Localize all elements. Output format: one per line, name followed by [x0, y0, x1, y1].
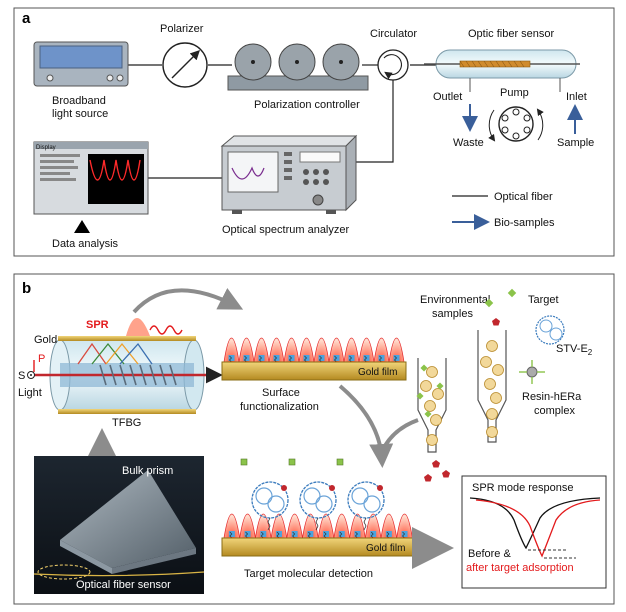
target-label: Target	[528, 294, 559, 306]
circulator-icon	[377, 49, 409, 81]
target-molecules	[424, 288, 517, 482]
bulk-prism-label: Bulk prism	[122, 465, 173, 477]
flow-arrow-merge	[378, 418, 419, 457]
spr-response-plot	[461, 475, 607, 589]
gold-label: Gold	[34, 334, 57, 346]
osa-label: Optical spectrum analyzer	[222, 224, 349, 236]
resin-label-line2: complex	[534, 405, 575, 417]
polarizer-icon	[162, 42, 208, 88]
sample-columns	[417, 330, 507, 453]
pump-label: Pump	[500, 87, 529, 99]
light-label: Light	[18, 387, 42, 399]
outlet-label: Outlet	[433, 91, 462, 103]
s-label: S	[18, 370, 25, 382]
fiber-connections	[128, 64, 440, 179]
surface-film-peaks	[223, 337, 405, 363]
data-analysis-label: Data analysis	[52, 238, 119, 250]
polarization-controller	[227, 43, 369, 91]
optical-spectrum-analyzer	[220, 134, 358, 214]
bulk-prism-photo	[33, 456, 205, 594]
resin-complex-icon	[519, 360, 545, 384]
flow-arrow-top	[132, 288, 244, 314]
env-label-line1: Environmental	[420, 294, 490, 306]
broadband-light-source	[33, 41, 129, 87]
polarization-controller-label: Polarization controller	[254, 99, 360, 111]
before-label: Before &	[468, 548, 511, 560]
display-title: Display	[36, 145, 56, 151]
circulator-label: Circulator	[370, 28, 417, 40]
gold-film-bottom-label: Gold film	[366, 543, 405, 554]
pump-icon	[488, 106, 544, 142]
broadband-label-line1: Broadband	[52, 95, 106, 107]
optic-fiber-sensor-label: Optic fiber sensor	[468, 28, 555, 40]
resin-beads	[416, 340, 504, 446]
surface-label-line1: Surface	[262, 387, 300, 399]
target-detection-label: Target molecular detection	[244, 568, 373, 580]
data-analysis-pointer-icon	[74, 220, 90, 233]
gold-film-top	[221, 361, 407, 381]
p-label: P	[38, 353, 45, 365]
legend-bio-label: Bio-samples	[494, 217, 555, 229]
bound-protein-complexes	[240, 458, 385, 531]
after-label: after target adsorption	[466, 562, 574, 574]
sample-label: Sample	[557, 137, 594, 149]
polarizer-label: Polarizer	[160, 23, 204, 35]
optical-fiber-sensor-label: Optical fiber sensor	[76, 579, 171, 591]
legend-fiber-label: Optical fiber	[494, 191, 553, 203]
panel-b-letter: b	[22, 280, 31, 297]
tfbg-cylinder	[32, 318, 223, 414]
env-label-line2: samples	[432, 308, 473, 320]
broadband-label-line2: light source	[52, 108, 108, 120]
waste-label: Waste	[453, 137, 484, 149]
stv-e2-molecule-icon	[535, 315, 565, 345]
optic-fiber-sensor	[424, 49, 580, 92]
panel-a-letter: a	[22, 10, 31, 27]
spr-label: SPR	[86, 319, 109, 331]
detection-film-peaks	[223, 513, 413, 539]
data-analysis-monitor	[33, 141, 149, 215]
resin-label-line1: Resin-hERa	[522, 391, 582, 403]
spr-response-label: SPR mode response	[472, 482, 574, 494]
surface-label-line2: functionalization	[240, 401, 319, 413]
tfbg-label: TFBG	[112, 417, 141, 429]
inlet-label: Inlet	[566, 91, 587, 103]
gold-film-top-label: Gold film	[358, 367, 397, 378]
stv-label: STV-E2	[556, 343, 593, 357]
